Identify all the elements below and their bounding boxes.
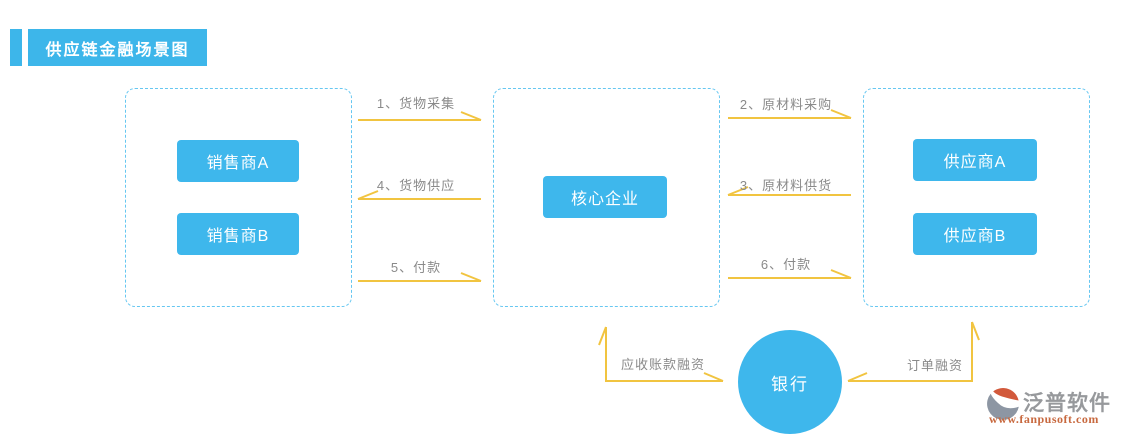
title-accent-bar xyxy=(10,29,22,66)
arrowhead-right-icon xyxy=(703,372,724,382)
node-seller-a: 销售商A xyxy=(177,140,299,182)
flow-label-payment-right: 6、付款 xyxy=(760,257,812,272)
flow-label-receivables-financing: 应收账款融资 xyxy=(620,357,706,372)
arrowhead-left-icon xyxy=(357,190,379,200)
node-supplier-a: 供应商A xyxy=(913,139,1037,181)
suppliers-group-box xyxy=(863,88,1090,307)
page-title: 供应链金融场景图 xyxy=(28,29,207,66)
arrowhead-left-icon xyxy=(847,372,868,382)
flow-label-order-financing: 订单融资 xyxy=(906,358,964,373)
flow-label-raw-material-supply: 3、原材料供货 xyxy=(739,178,833,193)
node-seller-b: 销售商B xyxy=(177,213,299,255)
arrowhead-up-icon xyxy=(971,321,980,341)
node-bank: 银行 xyxy=(738,330,842,434)
flow-label-goods-collection: 1、货物采集 xyxy=(376,96,456,111)
brand-logo: 泛普软件 www.fanpusoft.com xyxy=(984,384,1123,430)
sellers-group-box xyxy=(125,88,352,307)
flow-label-goods-supply: 4、货物供应 xyxy=(376,178,456,193)
arrowhead-up-icon xyxy=(598,326,607,346)
brand-name: 泛普软件 xyxy=(1023,392,1111,415)
brand-url: www.fanpusoft.com xyxy=(989,412,1099,426)
node-core-enterprise: 核心企业 xyxy=(543,176,667,218)
arrowhead-right-icon xyxy=(830,269,852,279)
fanpu-logo-icon xyxy=(987,388,1019,420)
arrowhead-right-icon xyxy=(460,111,482,121)
flow-label-payment-left: 5、付款 xyxy=(390,260,442,275)
arrowhead-right-icon xyxy=(830,109,852,119)
node-supplier-b: 供应商B xyxy=(913,213,1037,255)
arrowhead-right-icon xyxy=(460,272,482,282)
flow-label-raw-material-purchase: 2、原材料采购 xyxy=(739,97,833,112)
